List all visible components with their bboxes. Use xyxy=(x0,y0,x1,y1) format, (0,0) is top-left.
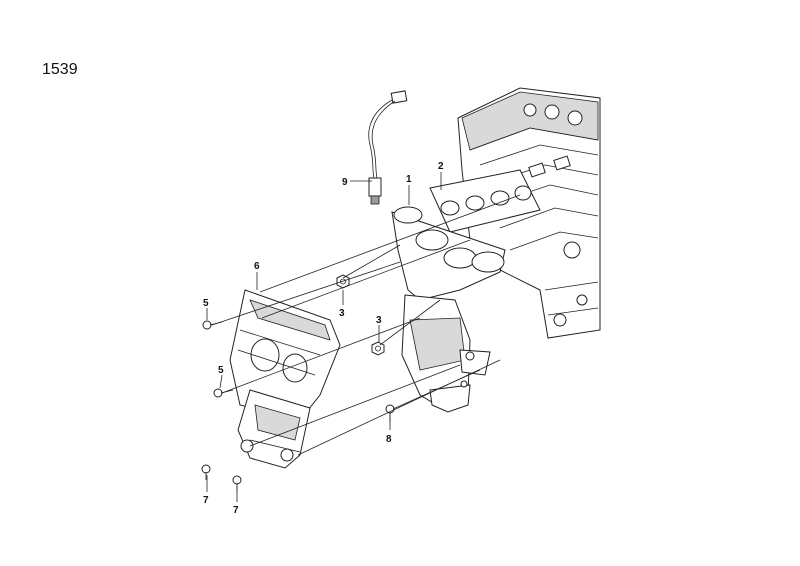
exhaust-manifold xyxy=(391,206,506,413)
callout-1: 1 xyxy=(406,174,412,185)
heat-protector-upper xyxy=(229,289,341,421)
diagram-number: 1539 xyxy=(42,61,78,78)
callout-7-right: 7 xyxy=(233,505,239,516)
oxygen-sensor xyxy=(368,90,408,205)
callout-leaders xyxy=(206,172,442,502)
callout-2: 2 xyxy=(438,161,444,172)
callout-3-lower: 3 xyxy=(376,315,382,326)
nut-3-lower xyxy=(371,341,385,356)
callout-8: 8 xyxy=(386,434,392,445)
callout-5-lower: 5 xyxy=(218,365,224,376)
assembly-guide-lines xyxy=(211,194,521,456)
callout-3-upper: 3 xyxy=(339,308,345,319)
callout-7-left: 7 xyxy=(203,495,209,506)
callout-9: 9 xyxy=(342,177,348,188)
callout-6: 6 xyxy=(254,261,260,272)
exhaust-manifold-gasket xyxy=(429,169,541,233)
bolt-7-left xyxy=(201,464,211,480)
callout-5-upper: 5 xyxy=(203,298,209,309)
